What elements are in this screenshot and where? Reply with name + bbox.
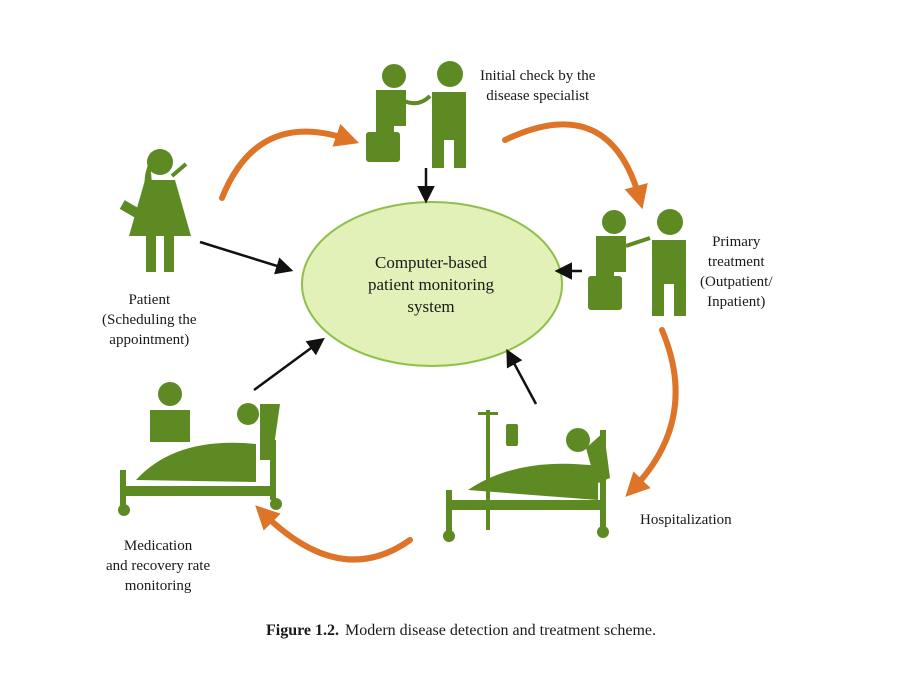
treatment-label-line: (Outpatient/ bbox=[700, 274, 773, 290]
cycle-arrow-treatment-to-hospital bbox=[625, 327, 679, 497]
hospitalization-label: Hospitalization bbox=[640, 510, 732, 530]
arrow-medication-to-hub bbox=[253, 337, 325, 392]
hub-label-line: patient monitoring bbox=[367, 275, 495, 294]
treatment-label-line: treatment bbox=[707, 254, 765, 270]
cycle-arrows bbox=[219, 121, 679, 563]
medication-label-line: Medication bbox=[123, 538, 193, 554]
treatment-label-line: Primary bbox=[712, 234, 761, 250]
treatment-label: Primary treatment (Outpatient/ Inpatient… bbox=[700, 232, 772, 312]
medication-label-line: and recovery rate bbox=[106, 558, 211, 574]
cycle-arrow-hospital-to-medication bbox=[255, 505, 413, 563]
arrow-hospital-to-hub bbox=[506, 348, 538, 405]
doctor-consultation-icon bbox=[366, 61, 466, 168]
hospital-bed-iv-icon bbox=[443, 410, 610, 542]
medication-label-line: monitoring bbox=[124, 578, 192, 594]
figure-caption: Figure 1.2. Modern disease detection and … bbox=[0, 622, 922, 640]
specialist-label-line: Initial check by the bbox=[480, 68, 596, 84]
medication-label: Medication and recovery rate monitoring bbox=[106, 536, 210, 596]
figure-number: Figure 1.2. bbox=[265, 622, 340, 639]
patient-label-line: Patient bbox=[128, 292, 171, 308]
treatment-label-line: Inpatient) bbox=[707, 294, 766, 310]
cycle-arrow-specialist-to-treatment bbox=[502, 121, 648, 210]
recovery-bed-icon bbox=[118, 382, 282, 516]
specialist-label-line: disease specialist bbox=[486, 88, 590, 104]
doctor-treatment-icon bbox=[588, 209, 686, 316]
hub-arrows bbox=[199, 168, 582, 405]
cycle-arrow-patient-to-specialist bbox=[219, 123, 360, 201]
patient-label-line: (Scheduling the bbox=[102, 312, 197, 328]
hub-label-line: system bbox=[407, 297, 455, 316]
hospitalization-label-line: Hospitalization bbox=[640, 512, 732, 528]
figure-caption-text: Modern disease detection and treatment s… bbox=[345, 622, 657, 639]
specialist-label: Initial check by the disease specialist bbox=[480, 66, 595, 106]
hub-label-line: Computer-based bbox=[374, 253, 488, 272]
patient-label: Patient (Scheduling the appointment) bbox=[102, 290, 197, 350]
hub-label: Computer-based patient monitoring system bbox=[318, 252, 544, 318]
patient-label-line: appointment) bbox=[109, 332, 190, 348]
arrow-patient-to-hub bbox=[199, 240, 294, 275]
patient-phone-icon bbox=[119, 149, 191, 272]
